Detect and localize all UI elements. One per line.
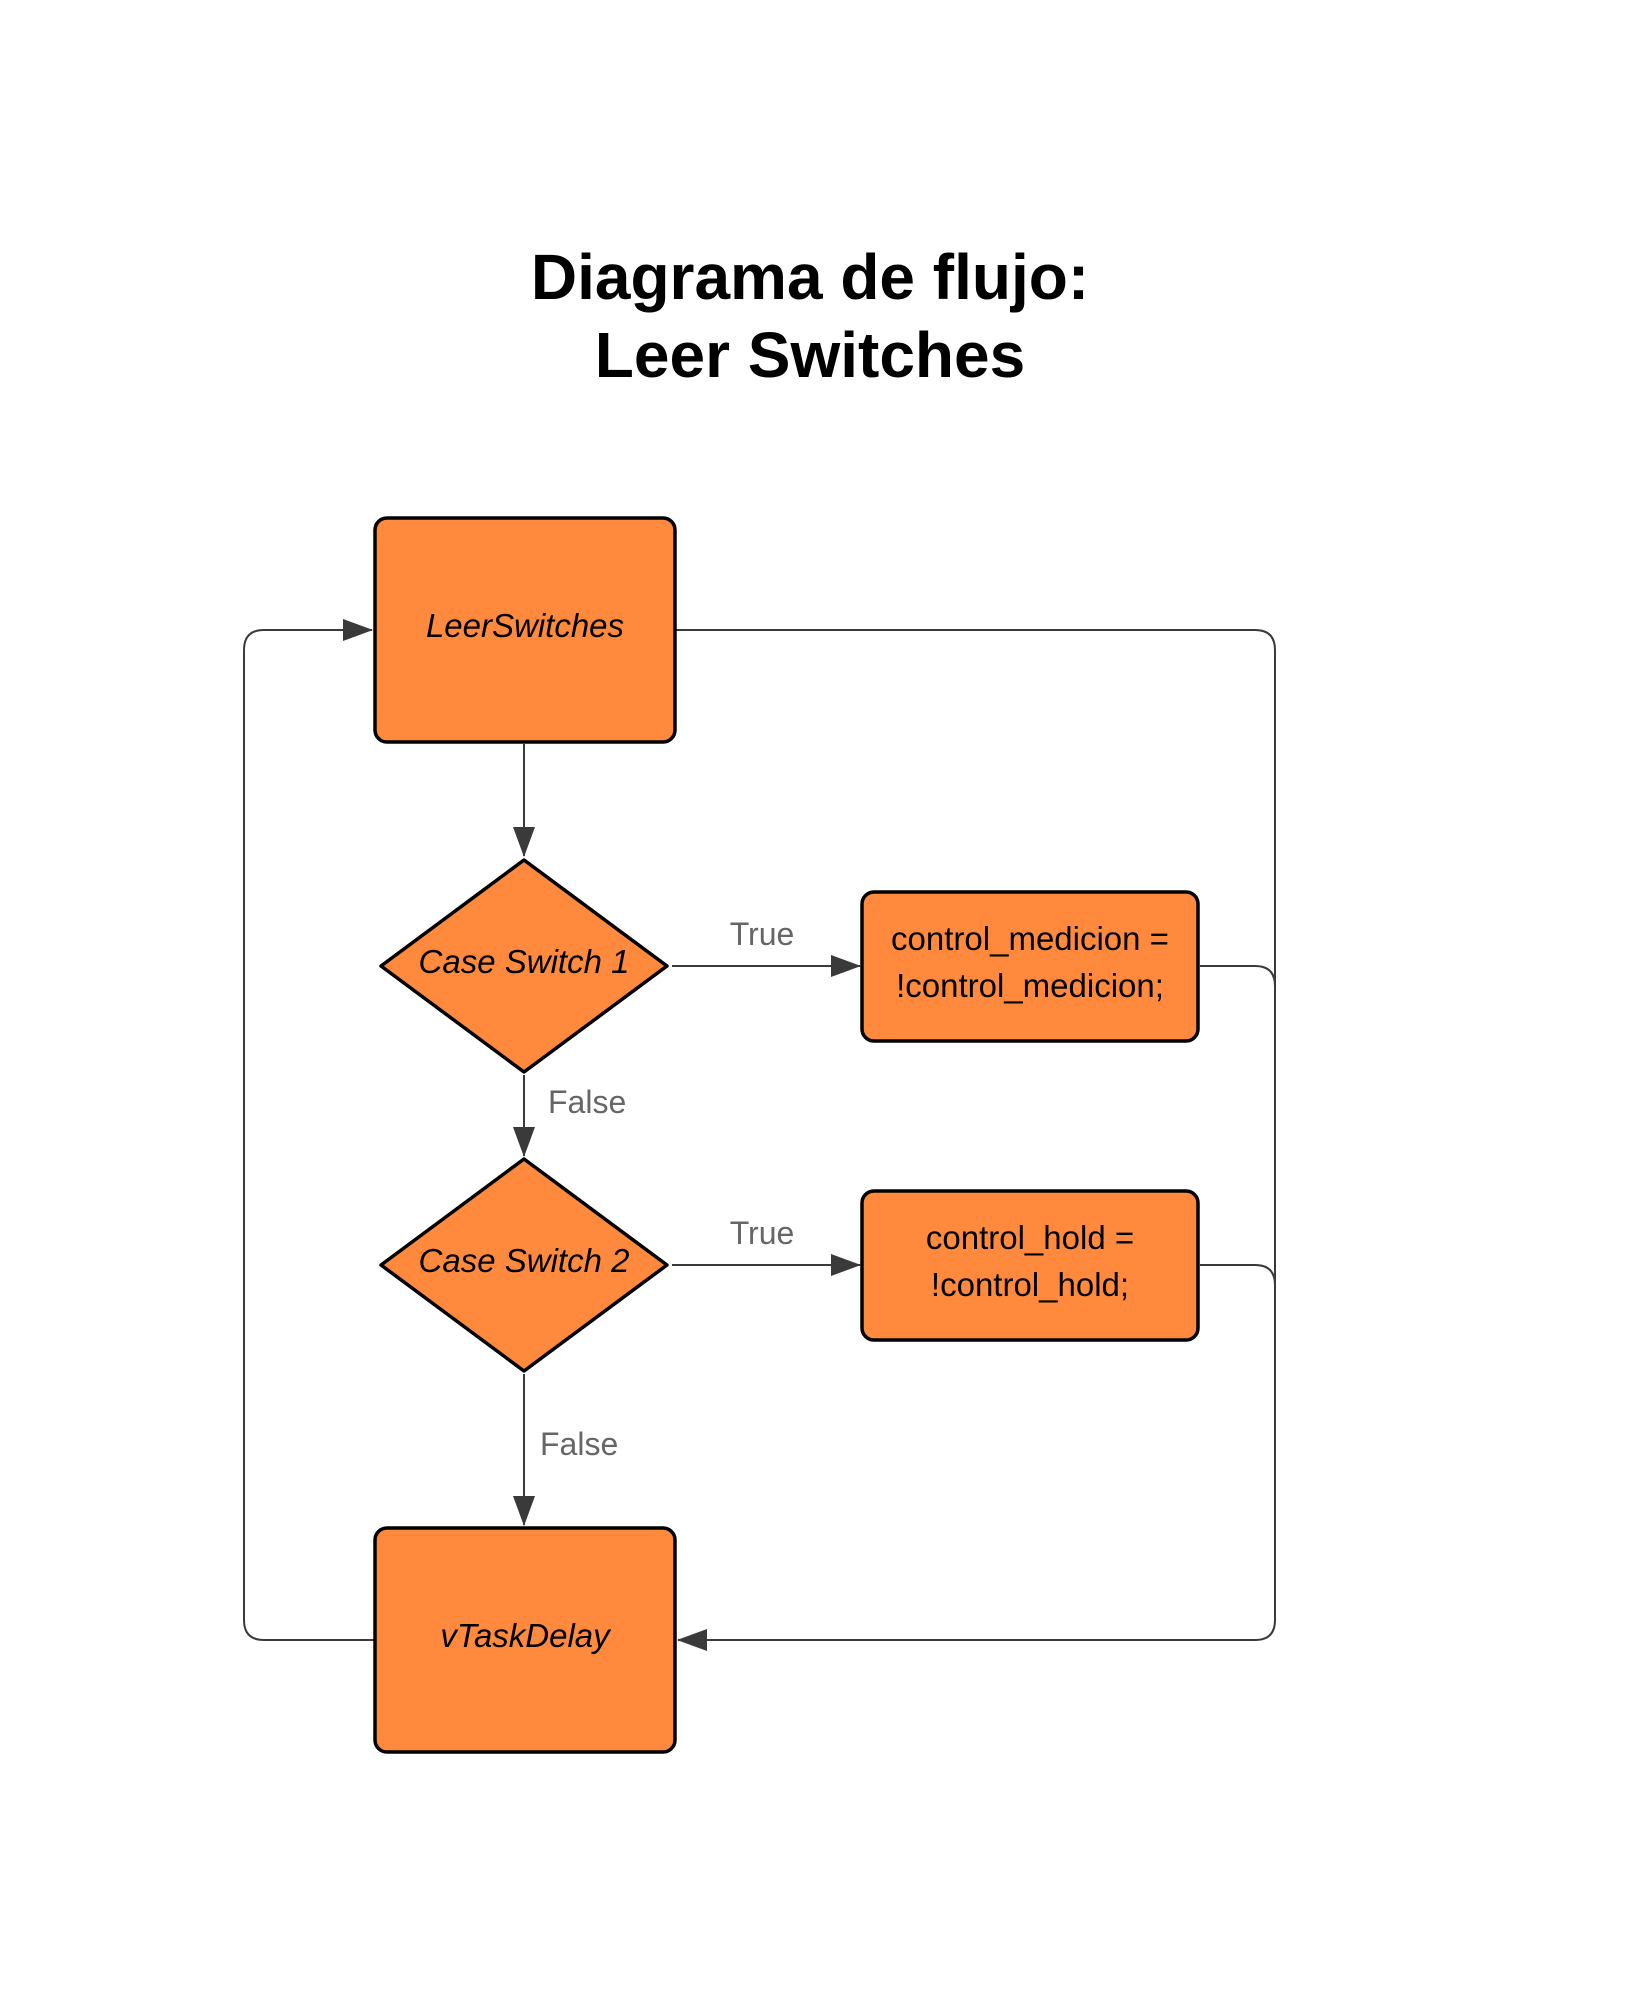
node-control-hold-line1: control_hold = (926, 1219, 1134, 1256)
node-vtaskdelay: vTaskDelay (373, 1526, 677, 1754)
label-false-2: False (540, 1426, 618, 1462)
edge-loop-back (243, 619, 375, 1641)
title-line-2: Leer Switches (594, 319, 1026, 391)
node-case-switch-2: Case Switch 2 (379, 1157, 669, 1373)
label-true-1: True (730, 916, 795, 952)
node-case-switch-2-label: Case Switch 2 (419, 1242, 630, 1279)
node-control-hold: control_hold = !control_hold; (860, 1189, 1200, 1342)
node-control-medicion-line2: !control_medicion; (896, 967, 1164, 1004)
node-control-medicion-line1: control_medicion = (891, 920, 1169, 957)
node-control-medicion: control_medicion = !control_medicion; (860, 890, 1200, 1043)
node-vtaskdelay-label: vTaskDelay (440, 1617, 612, 1654)
node-case-switch-1: Case Switch 1 (379, 858, 669, 1074)
edge-hold-to-bus (1200, 1264, 1276, 1286)
edge-leer-bypass (675, 629, 1276, 1651)
node-leer-switches-label: LeerSwitches (426, 607, 624, 644)
title-line-1: Diagrama de flujo: (530, 241, 1090, 313)
node-case-switch-1-label: Case Switch 1 (419, 943, 630, 980)
node-leer-switches: LeerSwitches (373, 516, 677, 744)
label-false-1: False (548, 1084, 626, 1120)
diagram-title: Diagrama de flujo: Leer Switches (0, 238, 1620, 394)
label-true-2: True (730, 1215, 795, 1251)
edges (243, 619, 1276, 1651)
edge-medicion-to-bus (1200, 965, 1276, 987)
node-control-hold-line2: !control_hold; (931, 1266, 1129, 1303)
